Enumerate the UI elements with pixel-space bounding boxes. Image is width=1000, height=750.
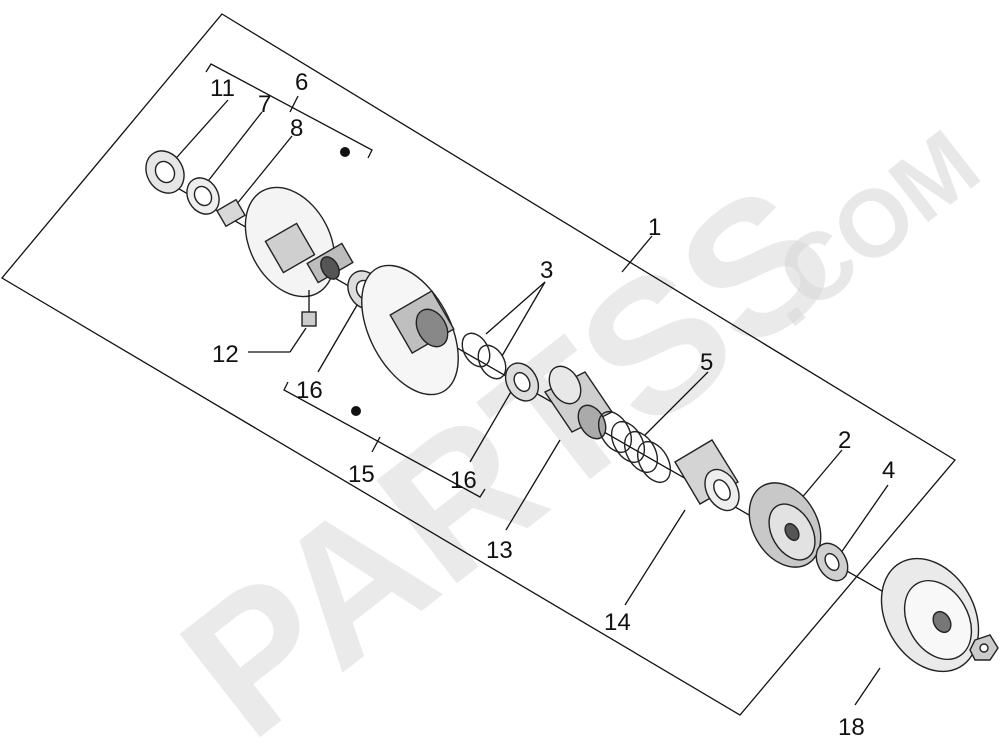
leader-8 (231, 135, 293, 211)
leader-4 (835, 484, 889, 561)
callout-2: 2 (838, 427, 851, 454)
movable-pulley-part-15 (361, 264, 459, 396)
callout-4: 4 (882, 457, 895, 484)
group-bracket-6 (205, 63, 373, 159)
leader-11 (169, 99, 229, 166)
bushing-part-14 (674, 439, 740, 512)
callout-11: 11 (210, 75, 235, 102)
callout-18: 18 (838, 714, 865, 741)
needle-bearing-part-8 (216, 198, 246, 228)
leader-1 (621, 235, 653, 273)
leader-14 (624, 509, 686, 606)
callout-14: 14 (604, 609, 631, 636)
callout-8: 8 (290, 115, 303, 142)
parts (145, 147, 999, 673)
callout-15: 15 (348, 461, 375, 488)
ring-part-7 (186, 177, 220, 215)
assembly-outline (1, 13, 956, 716)
leader-16b (469, 389, 513, 463)
callout-13: 13 (486, 537, 513, 564)
leader-18 (854, 667, 881, 706)
sleeve-part-13 (543, 365, 614, 440)
bolt-part-12 (301, 290, 317, 327)
group-bracket-15 (283, 381, 486, 498)
leader-12b (289, 327, 307, 353)
callout-12: 12 (212, 341, 239, 368)
leader-3b (501, 281, 546, 357)
leader-3a (485, 281, 546, 335)
callout-labels: 11 7 6 8 1 3 5 2 4 12 16 15 16 13 14 18 (210, 69, 895, 741)
marker-dot-lower (351, 406, 361, 416)
callout-7: 7 (258, 91, 271, 118)
leader-5 (644, 371, 709, 436)
bearing-part-16b (504, 362, 540, 402)
bearing-part-11 (145, 150, 185, 194)
callout-16-upper: 16 (296, 377, 323, 404)
spring-part-5 (597, 411, 672, 483)
leader-6 (289, 95, 299, 113)
callout-1: 1 (648, 214, 661, 241)
leader-lines (169, 99, 889, 706)
clutch-part-2 (748, 482, 822, 568)
callout-6: 6 (295, 69, 308, 96)
nut-part-4 (815, 542, 849, 582)
fixed-pulley-part-6 (244, 186, 354, 298)
o-rings-part-3 (461, 332, 507, 380)
marker-dot-upper (340, 147, 350, 157)
leader-7 (204, 111, 263, 186)
end-nut (969, 634, 999, 661)
callout-5: 5 (700, 349, 713, 376)
leader-15 (371, 436, 381, 453)
clutch-bell-part-18 (880, 557, 980, 673)
leader-2 (799, 449, 843, 501)
leader-13 (505, 439, 561, 531)
leader-16a (317, 299, 361, 373)
callout-3: 3 (540, 257, 553, 284)
callout-16-lower: 16 (450, 467, 477, 494)
